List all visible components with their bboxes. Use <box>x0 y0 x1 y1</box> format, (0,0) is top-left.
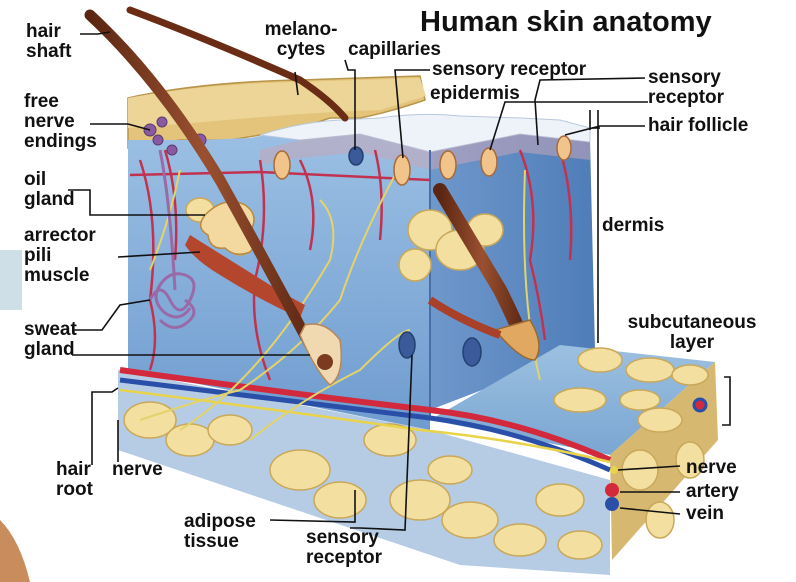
hair-bulb <box>317 354 333 370</box>
artery-end <box>605 483 619 497</box>
label-dermis: dermis <box>602 216 664 236</box>
label-epidermis: epidermis <box>430 84 520 104</box>
label-vein: vein <box>686 504 724 524</box>
label-sensory-receptor-top: sensory receptor <box>432 60 586 80</box>
label-nerve-right: nerve <box>686 458 737 478</box>
label-capillaries: capillaries <box>348 40 441 60</box>
vein-end <box>605 497 619 511</box>
left-edge-photo <box>0 250 22 310</box>
label-melanocytes: melano-cytes <box>262 20 340 60</box>
label-nerve-bottom: nerve <box>112 460 163 480</box>
label-hair-follicle: hair follicle <box>648 116 748 136</box>
bottom-left-edge-photo <box>0 520 30 582</box>
diagram-title: Human skin anatomy <box>420 6 712 39</box>
nerve-end <box>610 466 618 474</box>
label-artery: artery <box>686 482 739 502</box>
side-vessel-dot <box>694 399 706 411</box>
